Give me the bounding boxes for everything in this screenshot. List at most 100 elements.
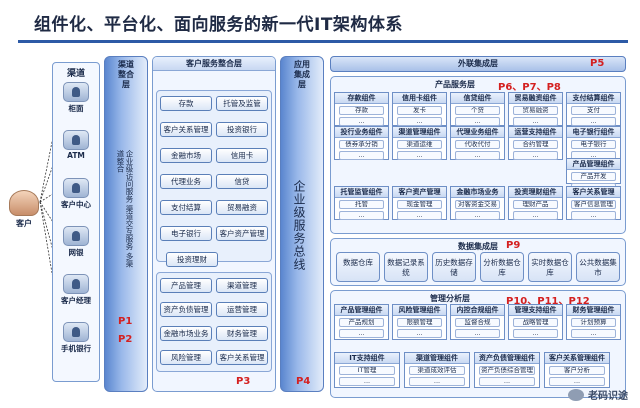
csi-service-button[interactable]: 信用卡 [216, 148, 268, 163]
product-component-item[interactable]: 理财产品 [513, 200, 558, 209]
product-component[interactable]: 贸易融资组件贸易融资... [508, 92, 563, 126]
product-component-item[interactable]: 产品开发 [571, 172, 616, 181]
data-store-button[interactable]: 数据仓库 [336, 252, 380, 282]
product-component[interactable]: 运营支持组件合约管理... [508, 126, 563, 160]
management-component[interactable]: 产品管理组件产品规划... [334, 304, 389, 340]
csi-service-button[interactable]: 客户关系管理 [216, 350, 268, 365]
csi-service-button[interactable]: 财务管理 [216, 326, 268, 341]
product-component-item[interactable]: ... [571, 211, 616, 220]
csi-service-button[interactable]: 金融市场 [160, 148, 212, 163]
product-component[interactable]: 托管监管组件托管... [334, 186, 389, 220]
product-component[interactable]: 渠道管理组件渠道运维... [392, 126, 447, 160]
csi-service-button[interactable]: 金融市场业务 [160, 326, 212, 341]
data-store-button[interactable]: 实时数据仓库 [528, 252, 572, 282]
csi-service-button[interactable]: 信贷 [216, 174, 268, 189]
csi-service-button[interactable]: 资产负债管理 [160, 302, 212, 317]
management-component-item[interactable]: 资产负债综合管理 [479, 366, 535, 375]
csi-service-button[interactable]: 代理业务 [160, 174, 212, 189]
product-component-item[interactable]: ... [571, 117, 616, 126]
management-component-item[interactable]: 客户分析 [549, 366, 605, 375]
product-component[interactable]: 信贷组件个贷... [450, 92, 505, 126]
csi-service-button[interactable]: 客户资产管理 [216, 226, 268, 241]
management-component[interactable]: 内控合规组件监督合规... [450, 304, 505, 340]
product-component-item[interactable]: 发卡 [397, 106, 442, 115]
management-component-item[interactable]: ... [479, 377, 535, 386]
product-component-item[interactable]: 现金管理 [397, 200, 442, 209]
product-component[interactable]: 支付结算组件支付... [566, 92, 621, 126]
csi-service-button[interactable]: 支付结算 [160, 200, 212, 215]
csi-service-button[interactable]: 存款 [160, 96, 212, 111]
management-component[interactable]: 风险管理组件限额管理... [392, 304, 447, 340]
management-component[interactable]: 管理支持组件战略管理... [508, 304, 563, 340]
product-component-item[interactable]: 客户信息管理 [571, 200, 616, 209]
management-component-item[interactable]: ... [513, 329, 558, 338]
product-component-item[interactable]: 合约管理 [513, 140, 558, 149]
product-component-item[interactable]: ... [339, 117, 384, 126]
product-component-item[interactable]: ... [513, 211, 558, 220]
csi-service-button[interactable]: 运营管理 [216, 302, 268, 317]
product-component-item[interactable]: ... [339, 211, 384, 220]
product-component[interactable]: 存款组件存款... [334, 92, 389, 126]
csi-service-button[interactable]: 风险管理 [160, 350, 212, 365]
management-component-item[interactable]: IT管理 [339, 366, 395, 375]
product-component-item[interactable]: ... [455, 151, 500, 160]
data-store-button[interactable]: 历史数据存储 [432, 252, 476, 282]
management-component-item[interactable]: 计划预算 [571, 318, 616, 327]
csi-service-button[interactable]: 产品管理 [160, 278, 212, 293]
product-component-item[interactable]: ... [455, 117, 500, 126]
management-component-item[interactable]: 产品规划 [339, 318, 384, 327]
product-component[interactable]: 客户资产管理现金管理... [392, 186, 447, 220]
csi-service-button[interactable]: 贸易融资 [216, 200, 268, 215]
management-component[interactable]: 客户关系管理组件客户分析... [544, 352, 610, 388]
product-component[interactable]: 投行业务组件债券承分销... [334, 126, 389, 160]
product-component-item[interactable]: ... [397, 151, 442, 160]
product-component[interactable]: 电子银行组件电子银行... [566, 126, 621, 160]
management-component-item[interactable]: ... [571, 329, 616, 338]
product-component-item[interactable]: 个贷 [455, 106, 500, 115]
management-component-item[interactable]: ... [339, 329, 384, 338]
product-component-item[interactable]: ... [339, 151, 384, 160]
management-component-item[interactable]: ... [455, 329, 500, 338]
product-component[interactable]: 产品管理组件产品开发... [566, 158, 621, 192]
management-component-item[interactable]: 战略管理 [513, 318, 558, 327]
product-component-item[interactable]: 代收代付 [455, 140, 500, 149]
product-component-item[interactable]: 托管 [339, 200, 384, 209]
product-component-item[interactable]: 对客资金交易 [455, 200, 500, 209]
csi-service-button[interactable]: 托管及监管 [216, 96, 268, 111]
data-store-button[interactable]: 数据记录系统 [384, 252, 428, 282]
data-store-button[interactable]: 公共数据集市 [576, 252, 620, 282]
csi-service-button[interactable]: 投资银行 [216, 122, 268, 137]
product-component[interactable]: 信用卡组件发卡... [392, 92, 447, 126]
data-store-button[interactable]: 分析数据仓库 [480, 252, 524, 282]
product-component-item[interactable]: ... [513, 117, 558, 126]
management-component-item[interactable]: 限额管理 [397, 318, 442, 327]
product-component[interactable]: 代理业务组件代收代付... [450, 126, 505, 160]
management-component[interactable]: 资产负债管理组件资产负债综合管理... [474, 352, 540, 388]
management-component-item[interactable]: 监督合规 [455, 318, 500, 327]
product-component-item[interactable]: 支付 [571, 106, 616, 115]
product-component-item[interactable]: ... [513, 151, 558, 160]
product-component-item[interactable]: ... [397, 211, 442, 220]
management-component-item[interactable]: ... [409, 377, 465, 386]
csi-service-button[interactable]: 渠道管理 [216, 278, 268, 293]
management-component[interactable]: 渠道管理组件渠道成效评估... [404, 352, 470, 388]
csi-service-button[interactable]: 投资理财 [166, 252, 218, 267]
management-component-item[interactable]: ... [549, 377, 605, 386]
management-component-item[interactable]: 渠道成效评估 [409, 366, 465, 375]
csi-service-button[interactable]: 电子银行 [160, 226, 212, 241]
csi-service-button[interactable]: 客户关系管理 [160, 122, 212, 137]
product-component[interactable]: 金融市场业务对客资金交易... [450, 186, 505, 220]
product-component-item[interactable]: ... [455, 211, 500, 220]
product-component-item[interactable]: 存款 [339, 106, 384, 115]
management-component-item[interactable]: ... [397, 329, 442, 338]
product-component[interactable]: 客户关系管理客户信息管理... [566, 186, 621, 220]
product-component-item[interactable]: 贸易融资 [513, 106, 558, 115]
product-component-item[interactable]: 渠道运维 [397, 140, 442, 149]
management-component-item[interactable]: ... [339, 377, 395, 386]
product-component-item[interactable]: 债券承分销 [339, 140, 384, 149]
product-component-item[interactable]: 电子银行 [571, 140, 616, 149]
product-component-item[interactable]: ... [397, 117, 442, 126]
management-component[interactable]: 财务管理组件计划预算... [566, 304, 621, 340]
product-component[interactable]: 投资理财组件理财产品... [508, 186, 563, 220]
